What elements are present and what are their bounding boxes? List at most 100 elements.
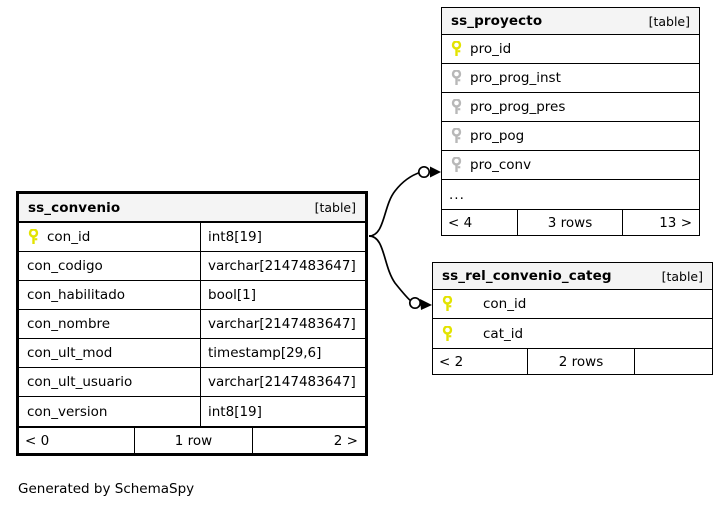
column-label: con_nombre xyxy=(27,316,111,332)
table-row[interactable]: con_ult_mod timestamp[29,6] xyxy=(19,339,365,368)
footer-children-count[interactable]: 13 > xyxy=(622,210,699,235)
column-name-cell: con_id xyxy=(433,290,712,318)
table-header-ss-rel-convenio-categ: ss_rel_convenio_categ [table] xyxy=(433,263,712,290)
footer-parents-count[interactable]: < 0 xyxy=(25,432,50,449)
column-type: int8[19] xyxy=(208,229,262,245)
table-footer-ss-proyecto: < 4 3 rows 13 > xyxy=(442,209,699,235)
footer-row-count: 3 rows xyxy=(517,210,622,235)
table-title: ss_convenio xyxy=(28,199,121,216)
footer-parents-count[interactable]: < 4 xyxy=(448,214,473,231)
foreign-key-icon xyxy=(450,70,470,86)
column-name-cell: con_version xyxy=(19,397,200,426)
table-ss-rel-convenio-categ[interactable]: ss_rel_convenio_categ [table] con_id xyxy=(432,262,713,375)
column-type-cell: int8[19] xyxy=(200,223,365,251)
table-row-more-columns[interactable]: ... xyxy=(442,180,699,209)
table-title: ss_proyecto xyxy=(451,13,543,29)
column-label: pro_prog_inst xyxy=(470,70,561,86)
table-footer-ss-convenio: < 0 1 row 2 > xyxy=(19,426,365,453)
table-row[interactable]: con_habilitado bool[1] xyxy=(19,281,365,310)
table-row[interactable]: pro_conv xyxy=(442,151,699,180)
table-header-ss-convenio: ss_convenio [table] xyxy=(19,194,365,223)
edge-convenio-to-proyecto xyxy=(368,171,422,237)
column-type: int8[19] xyxy=(208,403,262,420)
column-label: cat_id xyxy=(483,325,524,342)
table-row[interactable]: con_id int8[19] xyxy=(19,223,365,252)
table-row[interactable]: con_version int8[19] xyxy=(19,397,365,426)
foreign-key-icon xyxy=(450,99,470,115)
table-row[interactable]: con_codigo varchar[2147483647] xyxy=(19,252,365,281)
column-label: con_version xyxy=(27,403,108,420)
column-type-cell: varchar[2147483647] xyxy=(200,310,365,338)
column-label: pro_pog xyxy=(470,128,525,144)
edge-convenio-to-rel xyxy=(368,235,413,303)
column-type: varchar[2147483647] xyxy=(208,374,356,390)
edge-endpoint-circle-proyecto xyxy=(417,165,431,179)
column-name-cell: cat_id xyxy=(433,319,712,348)
table-kind-label: [table] xyxy=(648,13,690,29)
table-ss-convenio[interactable]: ss_convenio [table] con_id int8[19] xyxy=(16,191,368,456)
table-row[interactable]: pro_pog xyxy=(442,122,699,151)
column-list-ss-proyecto: pro_id pro_prog_inst xyxy=(442,35,699,209)
column-name-cell: con_ult_mod xyxy=(19,339,200,367)
column-type: varchar[2147483647] xyxy=(208,258,356,274)
column-type: varchar[2147483647] xyxy=(208,316,356,332)
column-list-ss-convenio: con_id int8[19] con_codigo varchar[21474… xyxy=(19,223,365,426)
column-type-cell: timestamp[29,6] xyxy=(200,339,365,367)
edge-endpoint-circle-rel xyxy=(408,296,422,310)
primary-key-icon xyxy=(441,325,461,342)
column-type: timestamp[29,6] xyxy=(208,345,322,361)
column-name-cell: con_codigo xyxy=(19,252,200,280)
column-name-cell: pro_pog xyxy=(442,122,699,150)
column-type-cell: int8[19] xyxy=(200,397,365,426)
column-name-cell: con_habilitado xyxy=(19,281,200,309)
more-columns-ellipsis: ... xyxy=(449,186,465,203)
generated-by-note: Generated by SchemaSpy xyxy=(18,481,195,497)
primary-key-icon xyxy=(441,296,461,312)
column-name-cell: con_nombre xyxy=(19,310,200,338)
footer-row-count: 1 row xyxy=(134,428,252,453)
column-label: pro_prog_pres xyxy=(470,99,566,115)
column-label: con_habilitado xyxy=(27,287,126,303)
footer-children-count xyxy=(634,349,712,374)
edge-arrowhead-rel xyxy=(420,299,432,310)
table-row[interactable]: con_nombre varchar[2147483647] xyxy=(19,310,365,339)
footer-parents-count[interactable]: < 2 xyxy=(439,353,464,370)
column-name-cell: pro_prog_pres xyxy=(442,93,699,121)
column-type-cell: varchar[2147483647] xyxy=(200,368,365,396)
column-name-cell: pro_prog_inst xyxy=(442,64,699,92)
column-name-cell: pro_conv xyxy=(442,151,699,179)
table-row[interactable]: cat_id xyxy=(433,319,712,348)
table-footer-ss-rel-convenio-categ: < 2 2 rows xyxy=(433,348,712,374)
table-kind-label: [table] xyxy=(661,268,703,284)
column-label: con_id xyxy=(47,229,91,245)
table-row[interactable]: pro_prog_pres xyxy=(442,93,699,122)
column-type-cell: varchar[2147483647] xyxy=(200,252,365,280)
column-name-cell: con_ult_usuario xyxy=(19,368,200,396)
column-label: con_id xyxy=(483,296,527,312)
table-row[interactable]: con_ult_usuario varchar[2147483647] xyxy=(19,368,365,397)
primary-key-icon xyxy=(27,229,47,245)
table-row[interactable]: pro_prog_inst xyxy=(442,64,699,93)
column-label: pro_conv xyxy=(470,157,532,173)
column-name-cell: con_id xyxy=(19,223,200,251)
foreign-key-icon xyxy=(450,157,470,173)
footer-row-count: 2 rows xyxy=(527,349,634,374)
edge-arrowhead-proyecto xyxy=(430,166,441,178)
column-label: con_codigo xyxy=(27,258,103,274)
table-row[interactable]: con_id xyxy=(433,290,712,319)
column-label: con_ult_usuario xyxy=(27,374,133,390)
column-label: con_ult_mod xyxy=(27,345,113,361)
column-type-cell: bool[1] xyxy=(200,281,365,309)
column-list-ss-rel-convenio-categ: con_id cat_id xyxy=(433,290,712,348)
column-name-cell: pro_id xyxy=(442,35,699,63)
primary-key-icon xyxy=(450,41,470,57)
foreign-key-icon xyxy=(450,128,470,144)
table-kind-label: [table] xyxy=(314,200,356,215)
column-type: bool[1] xyxy=(208,287,256,303)
footer-children-count[interactable]: 2 > xyxy=(252,428,365,453)
column-label: pro_id xyxy=(470,41,512,57)
table-header-ss-proyecto: ss_proyecto [table] xyxy=(442,8,699,35)
table-ss-proyecto[interactable]: ss_proyecto [table] pro_id xyxy=(441,7,700,236)
table-row[interactable]: pro_id xyxy=(442,35,699,64)
